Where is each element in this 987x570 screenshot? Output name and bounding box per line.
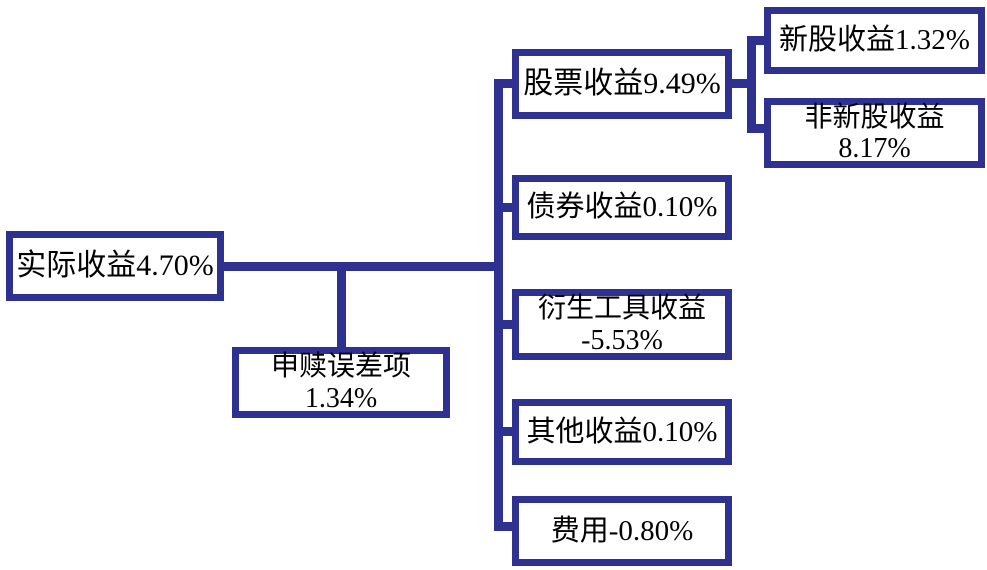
node-derivative-return-label: 衍生工具收益 -5.53%: [537, 293, 706, 356]
node-derivative-return: 衍生工具收益 -5.53%: [512, 289, 732, 360]
node-fee: 费用-0.80%: [512, 496, 732, 566]
connector-stub-stock: [494, 79, 520, 88]
node-purchase-redemption-error-label: 申赎误差项 1.34%: [270, 351, 411, 414]
node-actual-return-label: 实际收益4.70%: [16, 249, 214, 283]
connector-stub-other: [494, 427, 520, 436]
node-new-share-return-label: 新股收益1.32%: [779, 24, 970, 57]
connector-stub-new-share: [747, 36, 771, 45]
node-non-new-share-return: 非新股收益 8.17%: [764, 98, 985, 168]
connector-stock-sub-spine: [747, 36, 756, 133]
node-actual-return: 实际收益4.70%: [6, 231, 224, 301]
connector-stub-derivative: [494, 320, 520, 329]
connector-root-to-purchase-redemption: [337, 262, 346, 354]
node-purchase-redemption-error: 申赎误差项 1.34%: [232, 347, 450, 418]
node-stock-return: 股票收益9.49%: [512, 49, 732, 119]
node-non-new-share-return-label: 非新股收益 8.17%: [804, 101, 945, 164]
connector-stub-fee: [494, 522, 520, 531]
node-bond-return: 债券收益0.10%: [512, 175, 732, 240]
node-bond-return-label: 债券收益0.10%: [526, 191, 718, 224]
node-new-share-return: 新股收益1.32%: [764, 7, 985, 74]
connector-root-horizontal: [222, 262, 503, 271]
node-other-return: 其他收益0.10%: [512, 399, 732, 465]
connector-stub-bond: [494, 203, 520, 212]
node-other-return-label: 其他收益0.10%: [526, 415, 718, 448]
connector-stub-non-new-share: [747, 124, 771, 133]
connector-main-spine: [494, 79, 503, 531]
node-fee-label: 费用-0.80%: [550, 514, 694, 547]
node-stock-return-label: 股票收益9.49%: [523, 67, 721, 101]
connector-stock-outgoing: [726, 79, 756, 88]
